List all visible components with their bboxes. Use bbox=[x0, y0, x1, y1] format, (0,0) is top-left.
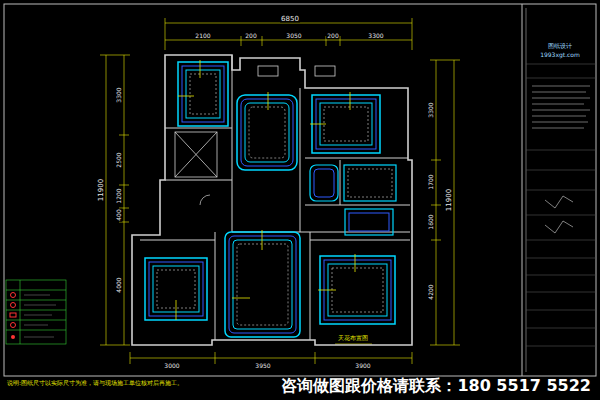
dimension-text: 1700 bbox=[428, 173, 434, 190]
dimension-text: 2100 bbox=[194, 33, 211, 39]
dimension-text: 3050 bbox=[285, 33, 302, 39]
dimension-text: 3000 bbox=[163, 363, 180, 369]
dimension-text: 200 bbox=[244, 33, 257, 39]
dimension-text: 4000 bbox=[116, 276, 122, 293]
dimension-text: 1600 bbox=[428, 213, 434, 230]
dimension-text: 3900 bbox=[354, 363, 371, 369]
watermark: 咨询做图跟价格请联系：180 5517 5522 bbox=[280, 378, 592, 394]
dimension-text: 1200 bbox=[116, 187, 122, 204]
dimension-text: 2500 bbox=[116, 151, 122, 168]
dimension-text: 3950 bbox=[254, 363, 271, 369]
dimension-text: 6850 bbox=[280, 16, 300, 23]
dimension-text: 3300 bbox=[428, 101, 434, 118]
dimension-text: 3300 bbox=[116, 86, 122, 103]
dimension-text: 4200 bbox=[428, 283, 434, 300]
website: 1993xgt.com bbox=[539, 52, 581, 58]
dimension-text: 11900 bbox=[98, 178, 105, 202]
dimension-text: 3300 bbox=[367, 33, 384, 39]
dimension-text: 400 bbox=[116, 208, 122, 221]
note-text: 说明:图纸尺寸以实际尺寸为准，请与现场施工单位核对后再施工。 bbox=[6, 380, 184, 386]
drawing-title: 天花布置图 bbox=[337, 335, 369, 341]
company-name: 图纸设计 bbox=[547, 43, 573, 49]
dimension-text: 200 bbox=[326, 33, 339, 39]
dimension-text: 11900 bbox=[446, 188, 453, 212]
